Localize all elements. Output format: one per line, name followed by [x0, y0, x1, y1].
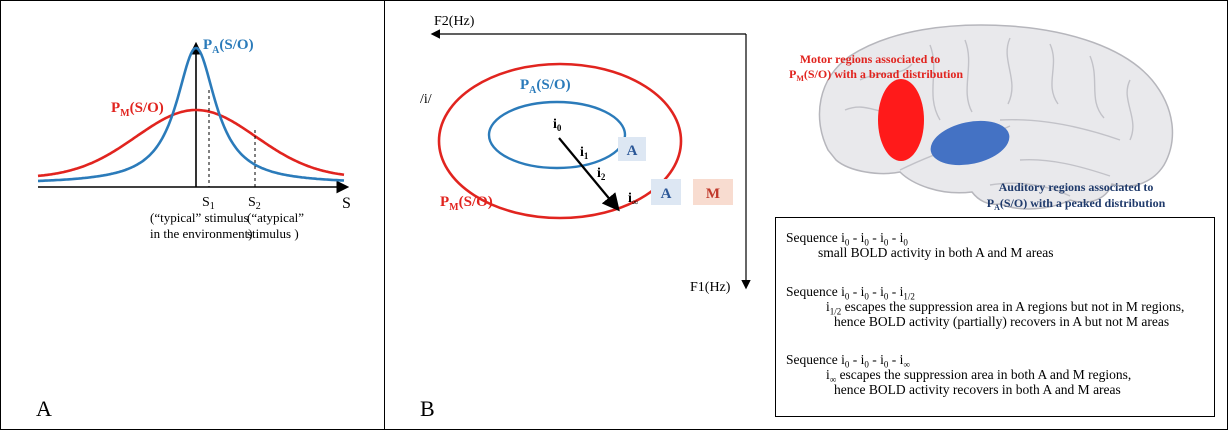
motor-caption-line1: Motor regions associated to [800, 52, 941, 66]
typical-label-line2: in the environment) [150, 226, 253, 241]
auditory-caption-line1: Auditory regions associated to [999, 180, 1154, 194]
typical-label-line1: (“typical” stimulus [150, 210, 249, 225]
iinf-label: i∞ [628, 191, 638, 207]
s2-label: S2 [248, 195, 261, 212]
sequence-2-title: Sequence i0 - i0 - i0 - i1/2 [786, 284, 915, 302]
sequence-3-title: Sequence i0 - i0 - i0 - i∞ [786, 352, 910, 370]
f2-axis-label: F2(Hz) [434, 14, 475, 29]
pm-ellipse [437, 62, 683, 220]
panel-divider [384, 0, 385, 430]
s-axis-label: S [342, 195, 351, 212]
panel-b-pm-label: PM(S/O) [440, 194, 493, 213]
box-a-1-label: A [627, 143, 638, 159]
brain-illustration: Motor regions associated to PM(S/O) with… [789, 24, 1174, 212]
i0-label: i0 [553, 117, 562, 133]
pa-ellipse [487, 100, 627, 170]
box-a-2 [651, 179, 681, 205]
vowel-label: /i/ [420, 92, 432, 107]
panel-a-pm-label: PM(S/O) [111, 100, 164, 119]
motor-caption-line2: PM(S/O) with a broad distribution [789, 67, 963, 83]
s1-label: S1 [202, 195, 215, 212]
sequence-3-desc2: hence BOLD activity recovers in both A a… [834, 382, 1121, 397]
pa-curve [38, 46, 345, 183]
box-a-2-label: A [661, 186, 672, 202]
panel-a-plot: PA(S/O) PM(S/O) S1 S2 S (“typical” stimu… [37, 37, 351, 241]
sequence-1: Sequence i0 - i0 - i0 - i0 small BOLD ac… [786, 230, 1053, 260]
sequence-1-desc: small BOLD activity in both A and M area… [818, 245, 1054, 260]
i2-label: i2 [597, 166, 606, 182]
box-m-label: M [706, 186, 720, 202]
atypical-label-line1: (“atypical” [247, 210, 304, 225]
sequence-3-desc1: i∞ escapes the suppression area in both … [826, 367, 1132, 385]
motor-region [878, 79, 924, 161]
brain-outline [818, 24, 1174, 210]
auditory-region [930, 120, 1010, 166]
sequence-box: Sequence i0 - i0 - i0 - i0 small BOLD ac… [775, 217, 1215, 417]
panel-b-pa-label: PA(S/O) [520, 77, 571, 96]
box-a-1 [618, 137, 646, 161]
sequence-1-title: Sequence i0 - i0 - i0 - i0 [786, 230, 908, 248]
box-m [693, 179, 733, 205]
pm-curve [37, 108, 345, 178]
sequence-2-desc2: hence BOLD activity (partially) recovers… [834, 314, 1170, 329]
sequence-2-desc1: i1/2 escapes the suppression area in A r… [826, 299, 1185, 317]
panel-a-pa-label: PA(S/O) [203, 37, 254, 56]
panel-a-letter: A [36, 396, 52, 421]
panel-b-letter: B [420, 396, 435, 421]
auditory-caption-line2: PA(S/O) with a peaked distribution [987, 196, 1166, 212]
trajectory-arrow [558, 137, 620, 212]
panel-b-formant-space: F2(Hz) F1(Hz) /i/ PA(S/O) PM(S/O) i0 i1 … [420, 14, 751, 295]
sequence-3: Sequence i0 - i0 - i0 - i∞ i∞ escapes th… [786, 352, 1131, 397]
atypical-label-line2: stimulus ) [247, 226, 299, 241]
f1-axis-label: F1(Hz) [690, 280, 731, 295]
i1-label: i1 [580, 145, 589, 161]
sequence-2: Sequence i0 - i0 - i0 - i1/2 i1/2 escape… [786, 284, 1184, 329]
